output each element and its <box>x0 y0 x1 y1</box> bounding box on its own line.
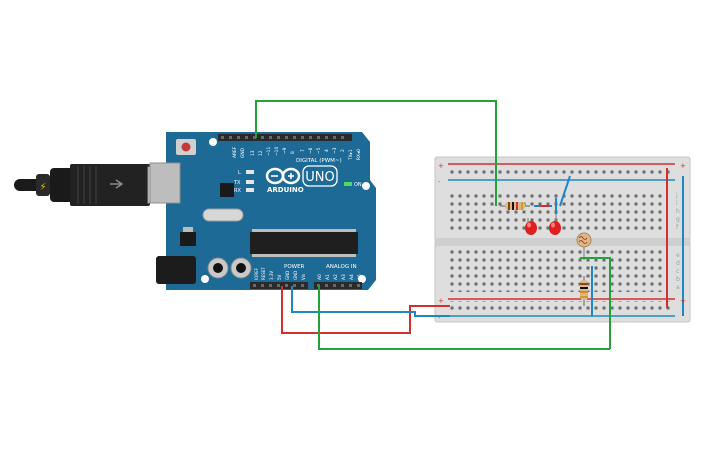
arduino-logo-icon <box>265 167 301 185</box>
arduino-board[interactable]: L TX RX ON ARDUINO UNO <box>149 132 376 290</box>
svg-text:A2: A2 <box>333 274 339 280</box>
svg-text:A1: A1 <box>325 274 331 280</box>
label-on: ON <box>354 182 362 188</box>
wire-gnd-to-rail[interactable] <box>281 286 450 334</box>
pin-label-5: ~5 <box>316 147 322 154</box>
rail-plus-tl: + <box>438 162 444 170</box>
digital-label: DIGITAL (PWM~) <box>296 158 342 164</box>
wire-5v-to-rail[interactable] <box>291 286 450 317</box>
terminal-bottom-holes <box>450 250 666 292</box>
rail-minus-tl: - <box>438 178 441 186</box>
svg-text:d: d <box>676 260 680 267</box>
top-rail-holes <box>450 166 674 178</box>
pin-label-9: ~9 <box>282 147 288 154</box>
analog-pin-labels: A0 A1 A2 A3 A4 A5 <box>317 274 363 280</box>
svg-text:f: f <box>676 224 679 231</box>
led-1[interactable] <box>525 218 537 235</box>
svg-text:Vin: Vin <box>301 273 306 280</box>
usb-bolt-icon: ⚡ <box>39 182 46 193</box>
usb-port <box>149 162 181 204</box>
svg-text:e: e <box>676 252 680 259</box>
pin-label-7: 7 <box>300 149 306 152</box>
svg-text:A3: A3 <box>341 274 347 280</box>
svg-text:j: j <box>675 192 678 199</box>
led-on <box>344 182 352 186</box>
svg-text:i: i <box>676 200 678 207</box>
svg-text:a: a <box>676 284 680 291</box>
svg-text:RESET: RESET <box>261 267 266 280</box>
svg-text:A4: A4 <box>349 274 355 280</box>
analog-header <box>314 282 362 289</box>
analog-label: ANALOG IN <box>326 264 357 270</box>
pin-label-12: 12 <box>258 150 264 156</box>
crystal-oscillator <box>202 208 244 222</box>
label-rx: RX <box>234 188 241 194</box>
rail-plus-bl: + <box>438 297 444 305</box>
power-pin-labels: IOREF RESET 3.3V 5V GND GND Vin <box>254 267 306 280</box>
pin-label-10: ~10 <box>274 147 280 156</box>
svg-text:GND: GND <box>293 271 298 280</box>
row-letters: j i h g f e d c b a <box>675 192 680 291</box>
atmega-pins <box>252 229 356 257</box>
svg-text:A0: A0 <box>317 274 323 280</box>
wire-a0-to-sensor[interactable] <box>318 286 610 350</box>
svg-text:h: h <box>676 208 680 215</box>
pin-label-tx1: TX▸1 <box>348 149 354 161</box>
gnd-jumper-blue[interactable] <box>559 175 571 207</box>
pin-label-aref: AREF <box>232 146 238 158</box>
resistor-1[interactable] <box>500 202 530 210</box>
svg-text:g: g <box>676 216 680 223</box>
top-pin-labels: AREF GND 13 12 ~11 ~10 ~9 8 7 ~6 ~5 4 ~3… <box>232 146 362 161</box>
pin-label-4: 4 <box>324 149 330 152</box>
power-label: POWER <box>284 264 305 270</box>
label-tx: TX <box>233 180 241 186</box>
svg-text:3.3V: 3.3V <box>269 271 274 280</box>
pin-label-6: ~6 <box>308 147 314 154</box>
svg-text:GND: GND <box>285 271 290 280</box>
pin-label-11: ~11 <box>266 147 272 156</box>
label-l: L <box>238 170 241 176</box>
led-rx <box>246 188 254 192</box>
pin-label-3: ~3 <box>332 147 338 154</box>
svg-text:5V: 5V <box>277 274 282 280</box>
bottom-rail-holes <box>450 301 674 313</box>
pin-label-gnd: GND <box>240 147 246 158</box>
svg-text:IOREF: IOREF <box>254 267 259 280</box>
pin-label-2: 2 <box>340 149 346 152</box>
pin-label-8: 8 <box>290 151 296 154</box>
board-brand: ARDUINO <box>267 186 304 194</box>
svg-text:c: c <box>676 268 679 275</box>
led-tx <box>246 180 254 184</box>
pin-label-rx0: RX◂0 <box>356 149 362 160</box>
board-name: UNO <box>305 170 334 185</box>
atmega-chip <box>250 232 358 254</box>
usb-symbol-icon <box>110 179 124 189</box>
breadboard[interactable]: + - + + - + j i h g f e d c b a <box>434 156 691 323</box>
resistor-2[interactable] <box>580 276 588 306</box>
led-l <box>246 170 254 174</box>
wire-pin13-to-breadboard[interactable] <box>255 100 497 206</box>
svg-text:b: b <box>676 276 680 283</box>
regulator-chip <box>180 232 196 246</box>
sensor-jumper-green[interactable] <box>580 257 611 349</box>
usb-chip <box>220 183 234 197</box>
rail-minus-bl: - <box>438 314 441 322</box>
rail-plus-tr: + <box>680 162 686 170</box>
power-jack <box>156 256 196 284</box>
svg-text:A5: A5 <box>357 274 363 280</box>
usb-plug-head <box>36 174 50 196</box>
center-channel <box>435 238 690 246</box>
pin-label-13: 13 <box>250 150 256 156</box>
rail-plus-br: + <box>680 297 686 305</box>
led-2[interactable] <box>549 214 561 235</box>
